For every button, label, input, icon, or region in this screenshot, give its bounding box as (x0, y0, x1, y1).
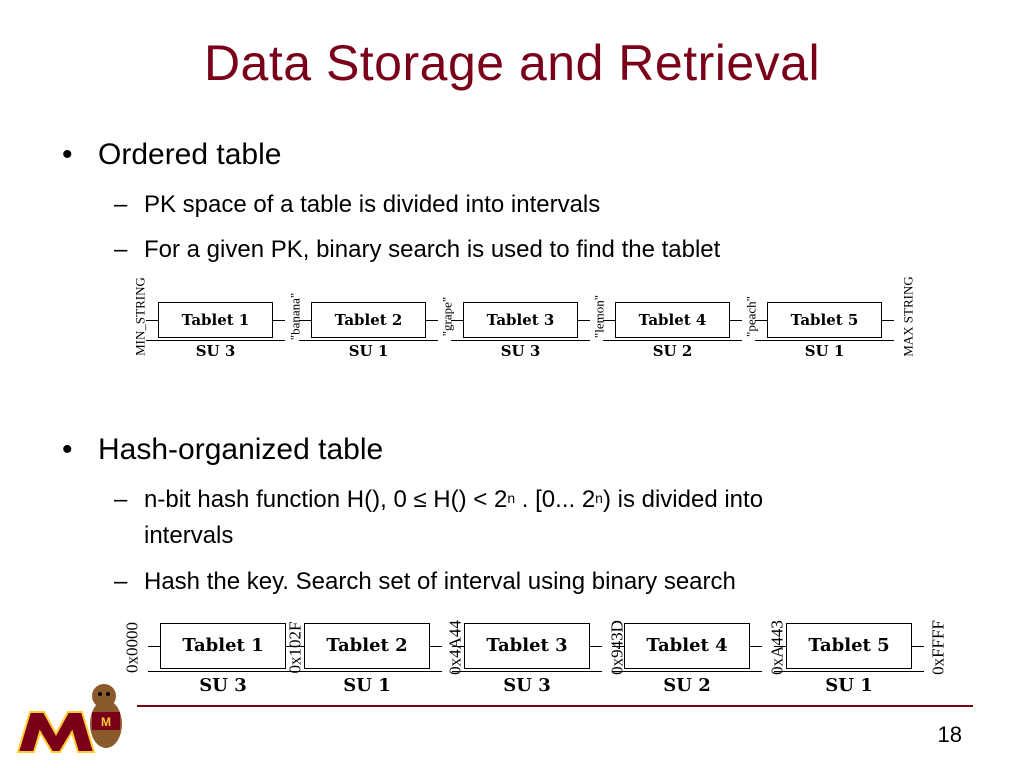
storage-unit-label: SU 2 (652, 342, 693, 360)
baseline (452, 671, 602, 672)
storage-unit-label: SU 3 (500, 342, 541, 360)
boundary-label: MAX STRING (900, 275, 916, 357)
baseline (146, 340, 285, 341)
sub-bullet-hash-the-key: –Hash the key. Search set of interval us… (114, 568, 736, 595)
bullet-ordered-table: • Ordered table (62, 138, 281, 172)
boundary-label: 0xA443 (767, 619, 787, 675)
svg-text:M: M (101, 715, 111, 729)
boundary-label: 0x4A44 (445, 619, 465, 675)
bullet-label: Ordered table (98, 138, 282, 171)
storage-unit-label: SU 2 (663, 675, 711, 696)
tablet-box: Tablet 1 (160, 623, 286, 669)
baseline (755, 340, 894, 341)
boundary-label: 0xFFFF (928, 619, 948, 675)
baseline (299, 340, 438, 341)
sub-bullet-text: For a given PK, binary search is used to… (144, 236, 721, 263)
storage-unit-label: SU 1 (804, 342, 845, 360)
sub-bullet-hash-function: –n-bit hash function H(), 0 ≤ H() < 2n .… (114, 486, 764, 549)
sub-bullet-text: Hash the key. Search set of interval usi… (144, 568, 736, 595)
university-logo: M (16, 684, 122, 753)
baseline (612, 671, 762, 672)
bullet-dot: • (62, 433, 73, 466)
tablet-box: Tablet 4 (615, 302, 730, 338)
bullet-hash-organized-table: • Hash-organized table (62, 433, 383, 467)
boundary-label: 0x102F (285, 621, 305, 673)
tablet-box: Tablet 2 (311, 302, 426, 338)
tablet-box: Tablet 3 (464, 623, 590, 669)
slide-title: Data Storage and Retrieval (203, 35, 821, 91)
storage-unit-label: SU 3 (503, 675, 551, 696)
page-number: 18 (937, 722, 962, 747)
baseline (292, 671, 442, 672)
storage-unit-label: SU 3 (199, 675, 247, 696)
sub-bullet-binary-search: –For a given PK, binary search is used t… (114, 236, 721, 263)
tablet-box: Tablet 3 (463, 302, 578, 338)
storage-unit-label: SU 1 (343, 675, 391, 696)
footer-divider (137, 705, 973, 707)
tablet-box: Tablet 5 (786, 623, 912, 669)
boundary-label: MIN_STRING (132, 276, 148, 356)
storage-unit-label: SU 3 (195, 342, 236, 360)
storage-unit-label: SU 1 (825, 675, 873, 696)
storage-unit-label: SU 1 (348, 342, 389, 360)
tablet-box: Tablet 4 (624, 623, 750, 669)
bullet-dot: • (62, 138, 73, 171)
sub-bullet-text: PK space of a table is divided into inte… (144, 191, 601, 218)
baseline (603, 340, 742, 341)
tablet-box: Tablet 5 (767, 302, 882, 338)
baseline (451, 340, 590, 341)
baseline (774, 671, 924, 672)
ordered-table-diagram: MIN_STRING"banana""grape""lemon""peach"M… (130, 270, 930, 370)
sub-bullet-pk-space: –PK space of a table is divided into int… (114, 191, 601, 218)
bullet-label: Hash-organized table (98, 433, 384, 466)
baseline (148, 671, 298, 672)
tablet-box: Tablet 2 (304, 623, 430, 669)
tablet-box: Tablet 1 (158, 302, 273, 338)
